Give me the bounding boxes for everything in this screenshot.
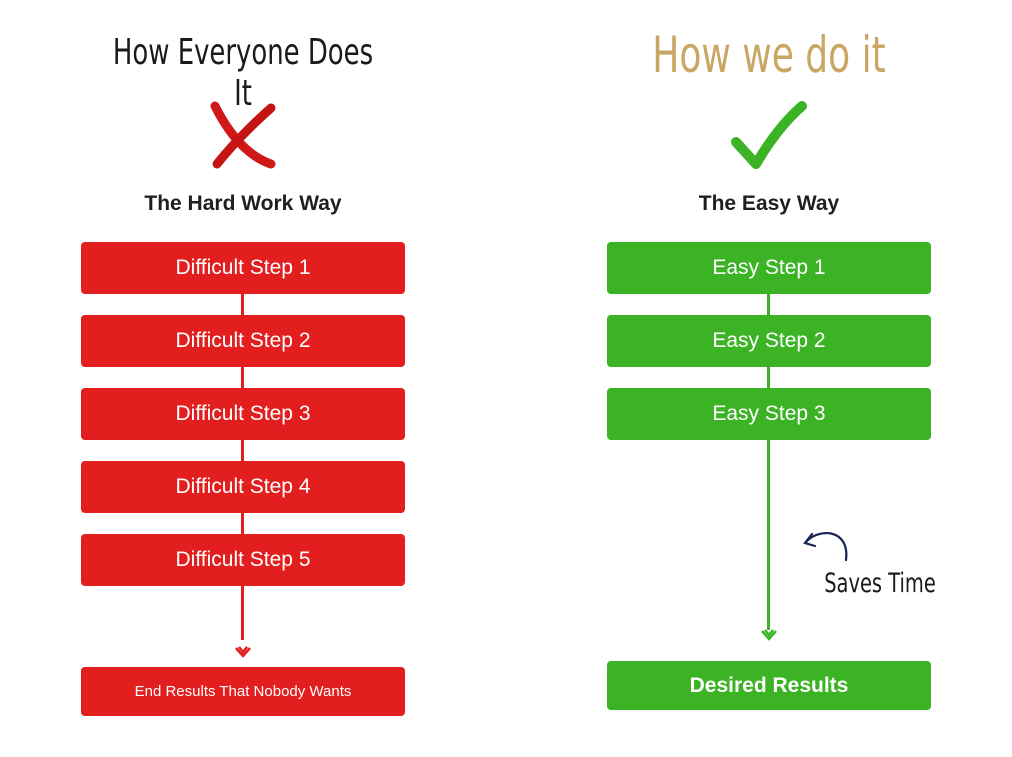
left-subtitle: The Hard Work Way <box>144 192 342 215</box>
x-mark-icon <box>210 101 276 169</box>
check-mark-icon <box>731 101 807 169</box>
curved-arrow-icon <box>803 531 848 562</box>
right-subtitle: The Easy Way <box>698 192 840 215</box>
right-flow-line <box>767 290 770 630</box>
easy-step-1: Easy Step 1 <box>607 242 931 294</box>
easy-step-3: Easy Step 3 <box>607 388 931 440</box>
right-arrow-head-icon <box>761 629 777 641</box>
difficult-step-3: Difficult Step 3 <box>81 388 405 440</box>
difficult-step-4: Difficult Step 4 <box>81 461 405 513</box>
easy-step-2: Easy Step 2 <box>607 315 931 367</box>
saves-time-annotation: Saves Time <box>824 568 936 599</box>
left-arrow-head-icon <box>235 646 251 658</box>
right-heading: How we do it <box>652 26 886 84</box>
left-heading: How Everyone Does It <box>112 32 374 114</box>
difficult-step-1: Difficult Step 1 <box>81 242 405 294</box>
difficult-step-2: Difficult Step 2 <box>81 315 405 367</box>
right-result: Desired Results <box>607 661 931 710</box>
difficult-step-5: Difficult Step 5 <box>81 534 405 586</box>
left-result: End Results That Nobody Wants <box>81 667 405 716</box>
